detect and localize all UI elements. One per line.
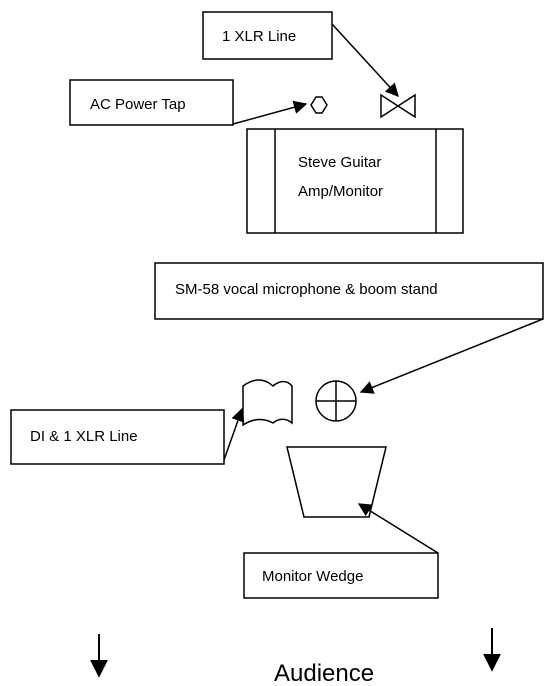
monitor-wedge-label-box: Monitor Wedge bbox=[243, 552, 439, 599]
xlr-line-label-box: 1 XLR Line bbox=[202, 11, 333, 60]
xlr-line-arrow bbox=[331, 23, 399, 97]
xlr-connector-bowtie-icon bbox=[380, 93, 416, 119]
xlr-line-label: 1 XLR Line bbox=[222, 28, 296, 45]
monitor-wedge-icon bbox=[286, 446, 387, 518]
ac-power-tap-label: AC Power Tap bbox=[90, 96, 186, 113]
di-arrow bbox=[223, 407, 245, 461]
ac-power-tap-label-box: AC Power Tap bbox=[69, 79, 234, 126]
vocal-mic-label: SM-58 vocal microphone & boom stand bbox=[175, 281, 438, 298]
di-xlr-label-box: DI & 1 XLR Line bbox=[10, 409, 225, 465]
audience-label: Audience bbox=[274, 660, 374, 686]
di-xlr-label: DI & 1 XLR Line bbox=[30, 428, 138, 445]
power-tap-hexagon-icon bbox=[310, 96, 328, 114]
monitor-wedge-arrow bbox=[357, 503, 439, 554]
amp-label-line1: Steve Guitar bbox=[298, 154, 381, 171]
di-box-icon bbox=[242, 379, 293, 427]
monitor-wedge-label: Monitor Wedge bbox=[262, 568, 363, 585]
ac-power-arrow bbox=[232, 100, 308, 125]
amp-label-line2: Amp/Monitor bbox=[298, 183, 383, 200]
microphone-crossed-circle-icon bbox=[315, 380, 357, 422]
vocal-mic-label-box: SM-58 vocal microphone & boom stand bbox=[154, 262, 544, 320]
vocal-mic-arrow bbox=[359, 318, 544, 394]
guitar-amp-monitor: Steve Guitar Amp/Monitor bbox=[246, 128, 464, 234]
